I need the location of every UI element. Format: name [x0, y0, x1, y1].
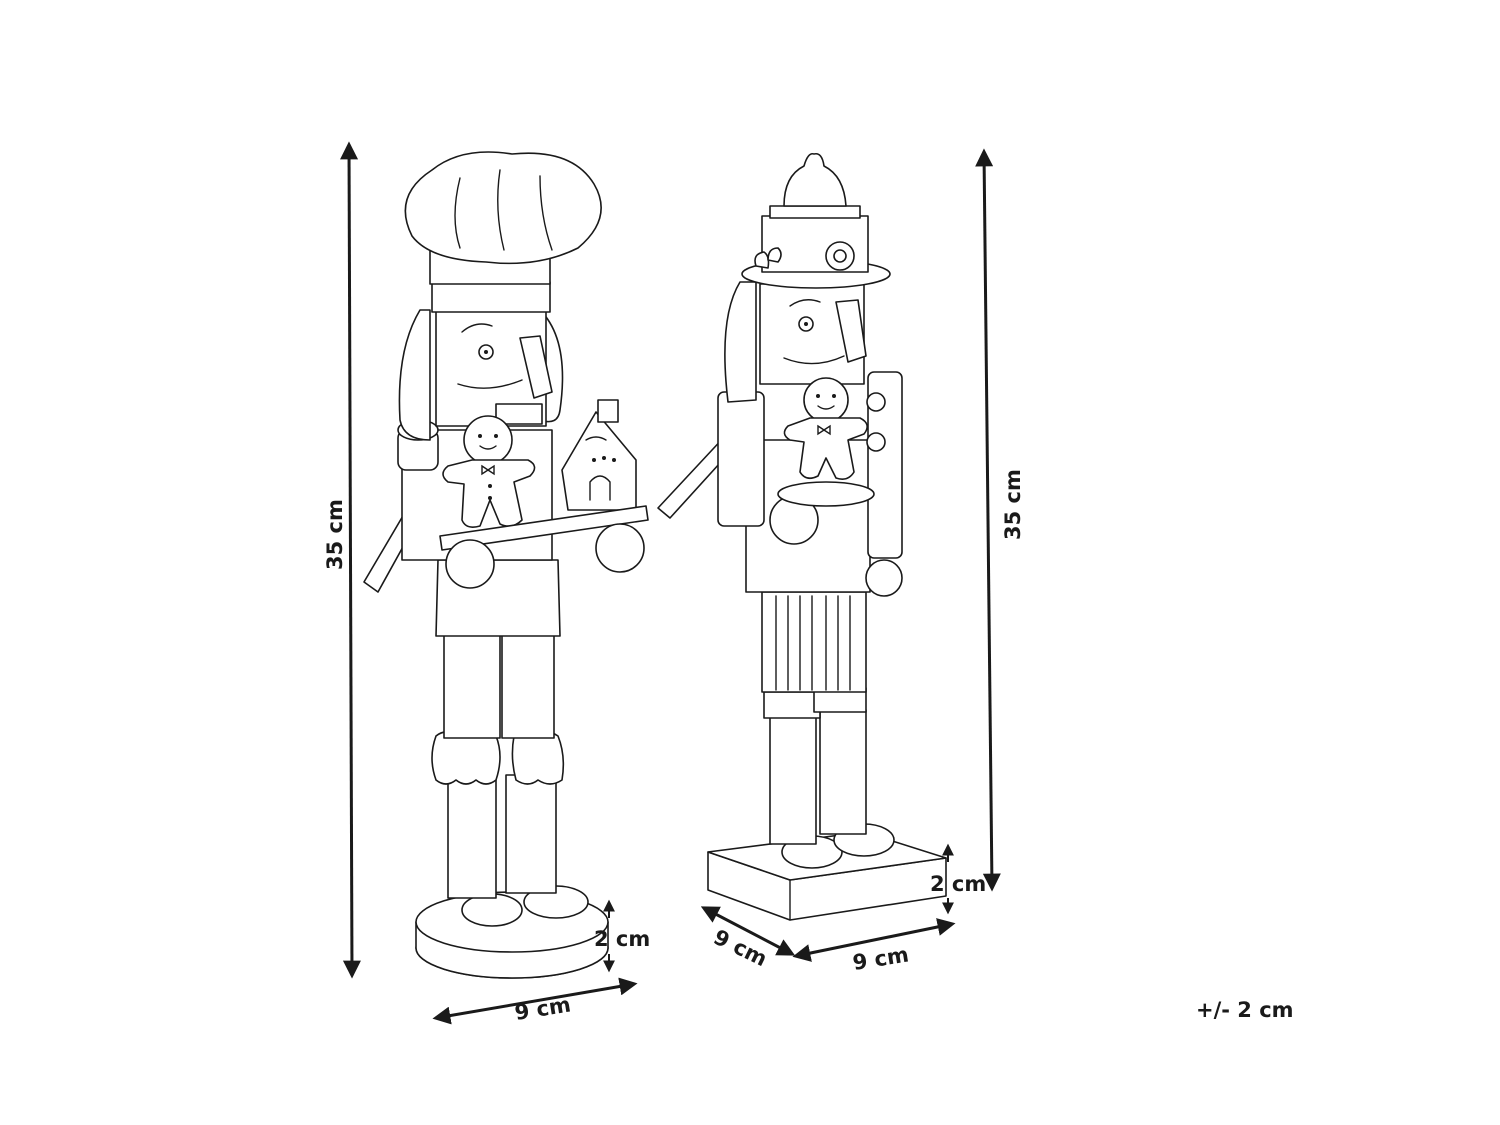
figure-2-base-width-dimension: 9 cm [792, 918, 956, 975]
figure-1-base-width-label: 9 cm [513, 992, 572, 1025]
figure-2-base-depth-label: 9 cm [710, 925, 771, 971]
gingerbread-man-icon [442, 415, 536, 528]
figure-2-height-dimension: 35 cm [975, 148, 1025, 892]
figure-2-base-height-dimension: 2 cm [930, 843, 986, 915]
figure-1-base-width-dimension: 9 cm [432, 977, 638, 1025]
figure-2-base-height-label: 2 cm [930, 872, 986, 896]
figure-1-height-dimension: 35 cm [323, 141, 361, 979]
soldier-nutcracker-figure [657, 152, 947, 921]
figure-1-height-label: 35 cm [323, 499, 347, 570]
figure-2-base-width-label: 9 cm [851, 942, 910, 975]
figure-2-base-depth-dimension: 9 cm [700, 906, 796, 971]
figure-1-base-height-dimension: 2 cm [594, 899, 650, 973]
gingerbread-man-icon [783, 377, 868, 480]
figure-2-height-label: 35 cm [1001, 469, 1025, 540]
gingerbread-house-icon [561, 399, 637, 511]
figure-1-base-height-label: 2 cm [594, 927, 650, 951]
tolerance-label: +/- 2 cm [1196, 998, 1294, 1022]
chef-nutcracker-figure [363, 151, 649, 979]
